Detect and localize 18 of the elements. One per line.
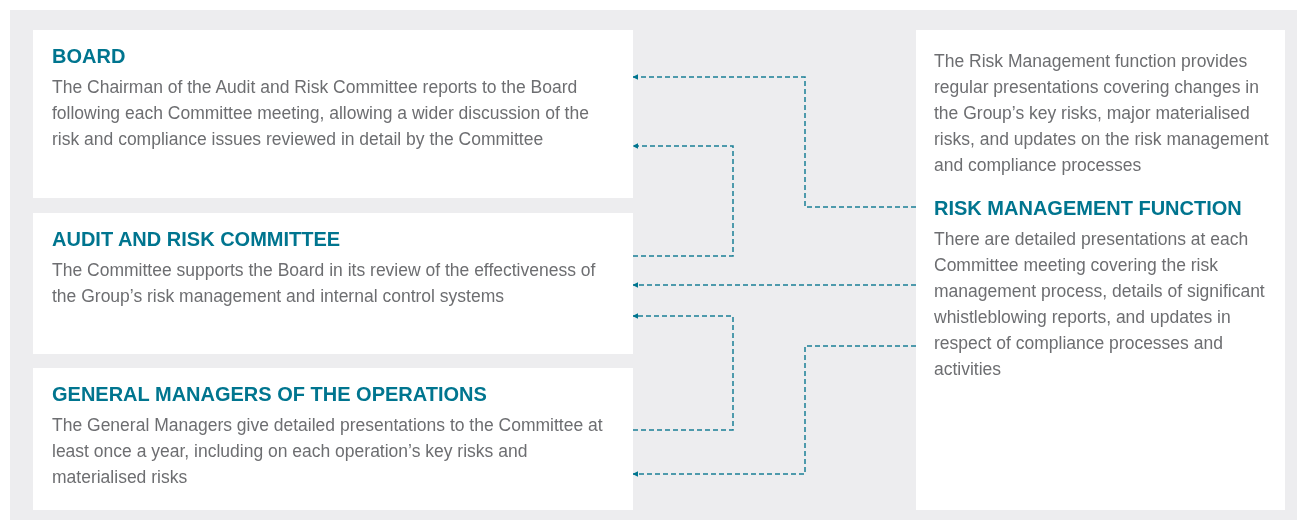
description-text: The Committee supports the Board in its review of the effectiveness of the Group’s risk management and internal control systems <box>52 259 597 308</box>
text-card <box>916 30 1285 510</box>
section-heading: GENERAL MANAGERS OF THE OPERATIONS <box>52 382 488 406</box>
dashed-arrow <box>632 143 734 257</box>
dashed-arrow <box>632 74 917 208</box>
description-text: The Risk Management function provides regular presentations covering changes in the Group’s key risks, major materialised risks, and updates on the risk management and compliance processes <box>934 50 1270 177</box>
description-text: The Chairman of the Audit and Risk Committee reports to the Board following each Committee meeting, allowing a wider discussion of the risk and compliance issues reviewed in detail by the Committee <box>52 76 590 151</box>
description-text: There are detailed presentations at each Committee meeting covering the risk management process, details of significant whistleblowing reports, and updates in respect of compliance processes and activities <box>934 228 1266 381</box>
section-heading: BOARD <box>52 44 127 68</box>
text-card <box>33 368 633 510</box>
text-card <box>33 30 633 198</box>
description-text: The General Managers give detailed presentations to the Committee at least once a year, including on each operation’s key risks and materialised risks <box>52 414 604 489</box>
dashed-arrow <box>632 345 917 477</box>
dashed-arrow <box>632 313 734 431</box>
section-heading: AUDIT AND RISK COMMITTEE <box>52 227 342 251</box>
section-heading: RISK MANAGEMENT FUNCTION <box>934 196 1243 220</box>
dashed-arrow <box>632 282 917 288</box>
text-card <box>33 213 633 354</box>
